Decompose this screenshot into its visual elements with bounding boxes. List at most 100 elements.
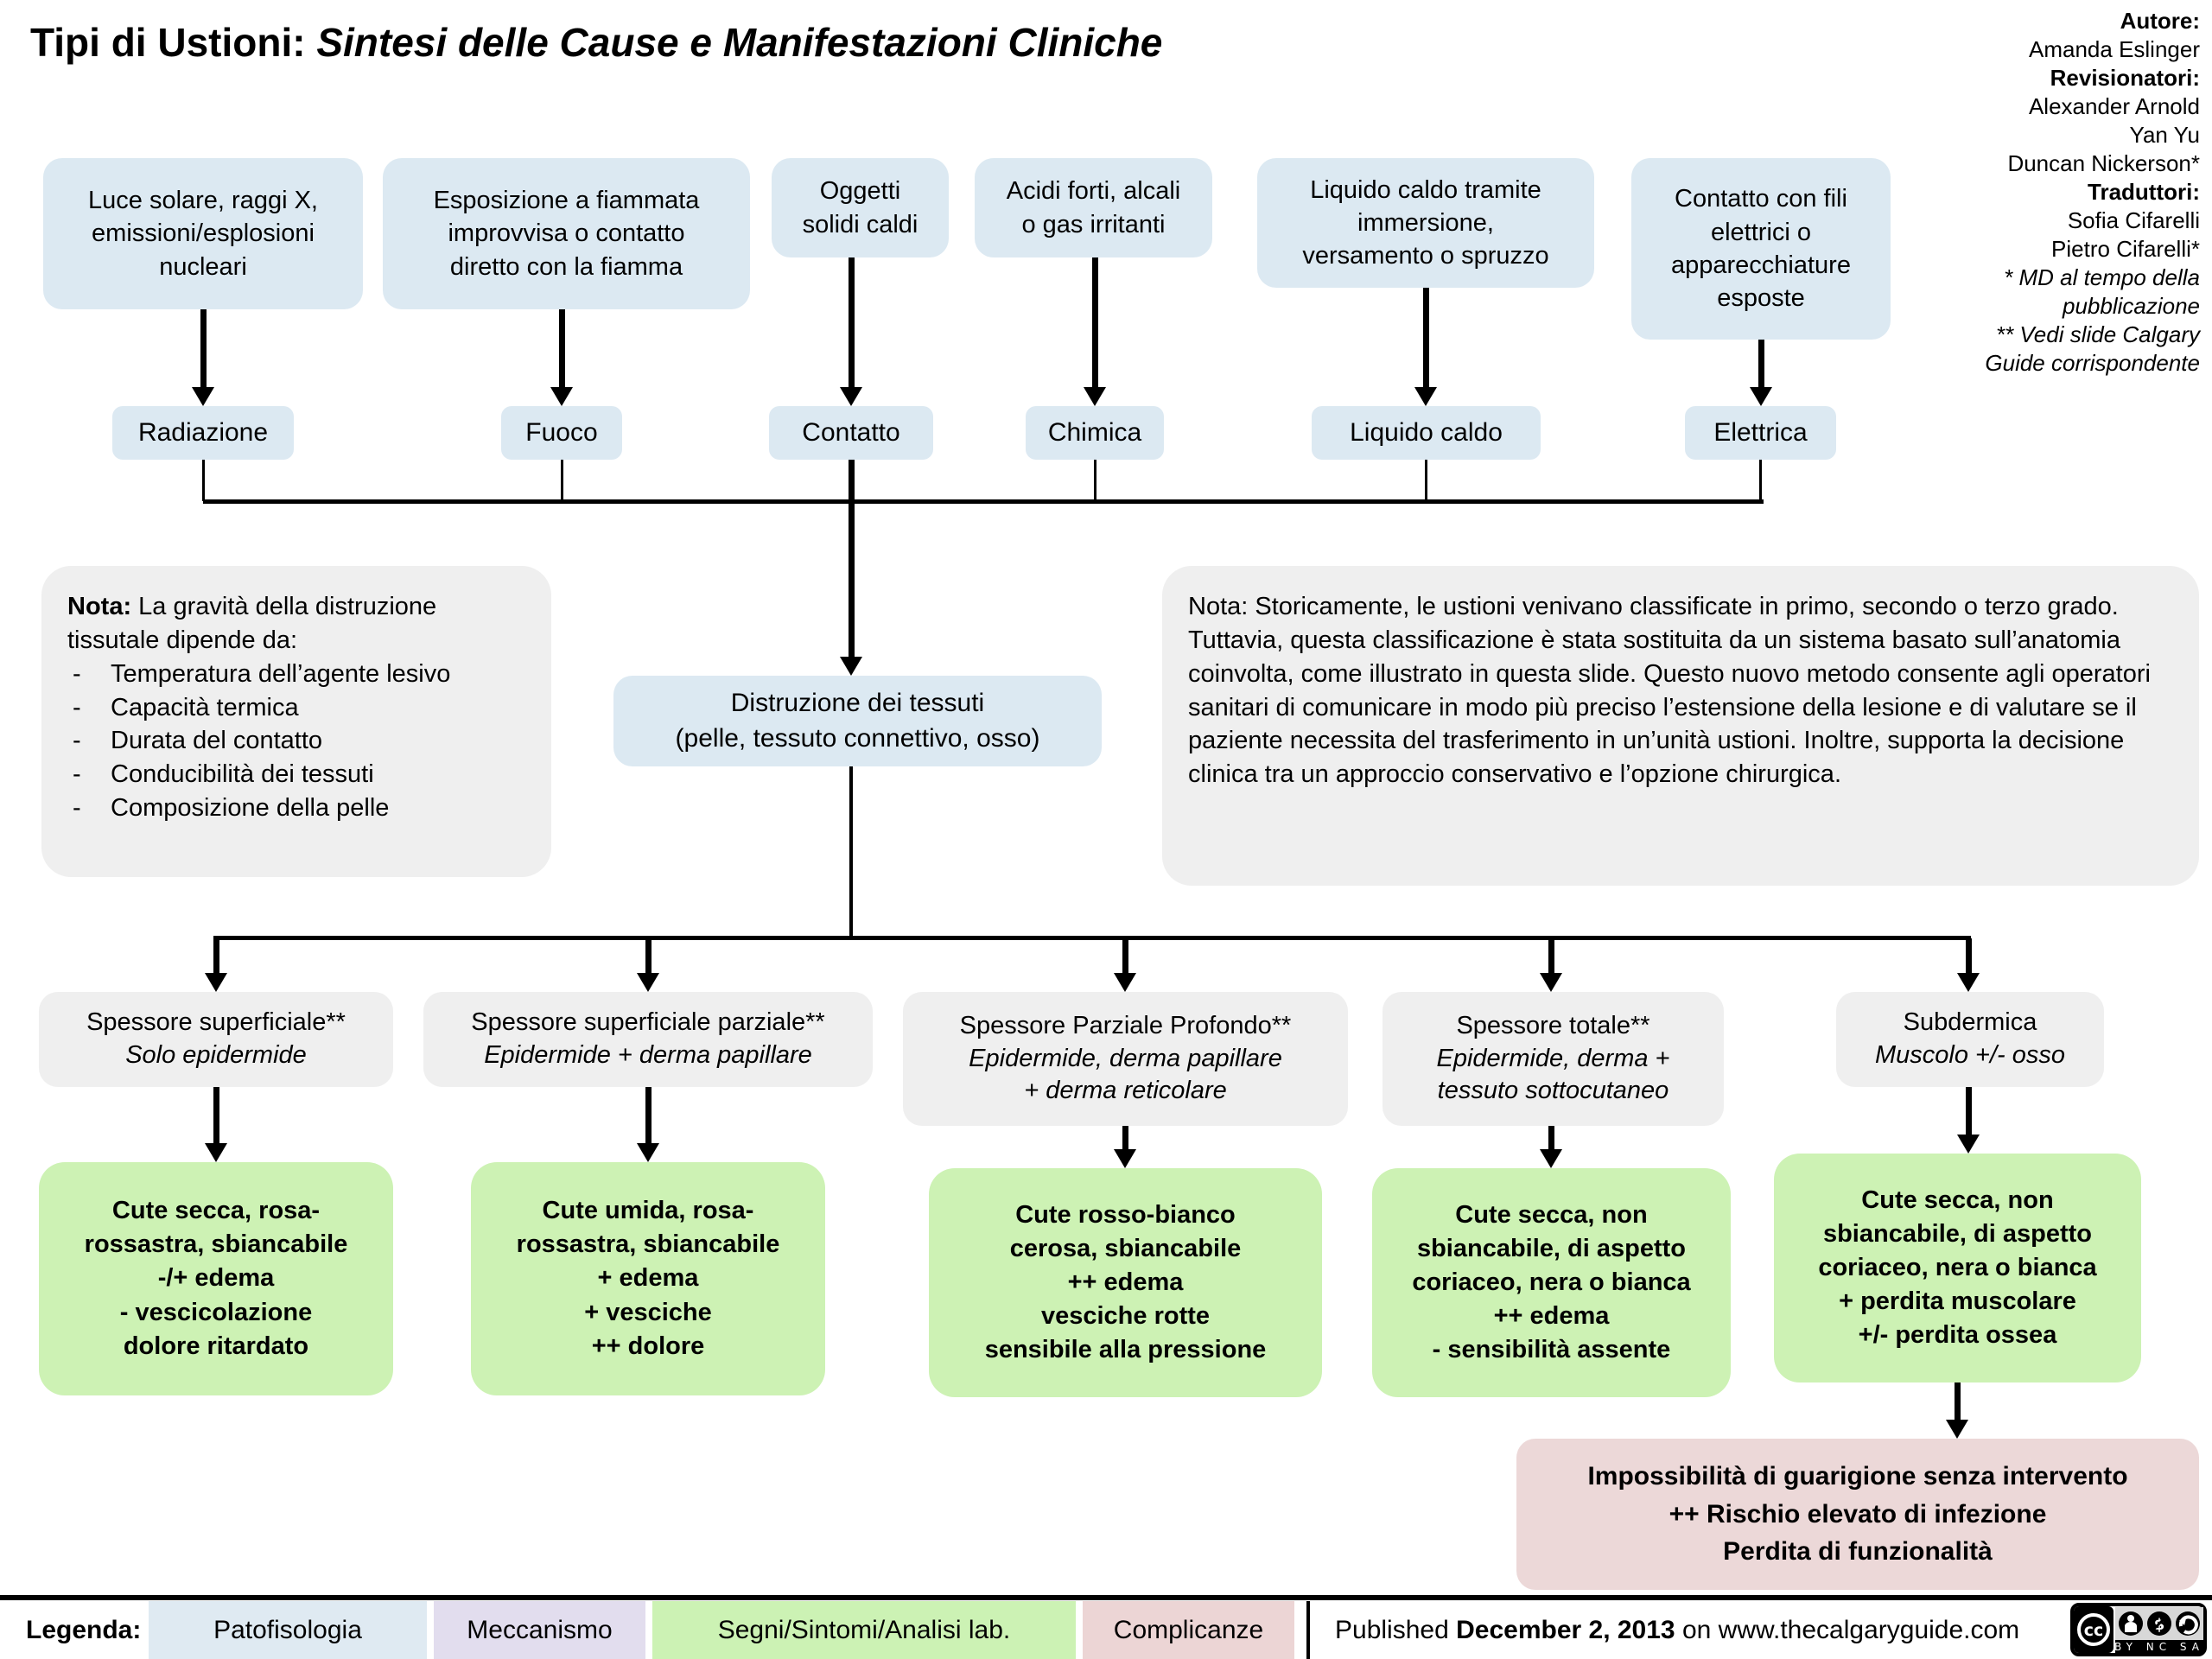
cause-box-scald: Liquido caldo tramite immersione, versam… bbox=[1257, 158, 1594, 288]
arrow bbox=[849, 504, 855, 657]
arrowhead-icon bbox=[1957, 1135, 1980, 1154]
arrowhead-icon bbox=[1540, 1149, 1562, 1168]
arrowhead-icon bbox=[1414, 387, 1437, 406]
note-severity-intro: Nota: La gravità della distruzione tissu… bbox=[67, 590, 525, 658]
cause-box-radiation: Luce solare, raggi X, emissioni/esplosio… bbox=[43, 158, 363, 309]
legend-item-pathophysiology: Patofisologia bbox=[149, 1601, 427, 1659]
horizontal-rail bbox=[213, 936, 1971, 940]
credits-reviewer: Yan Yu bbox=[2129, 122, 2200, 149]
type-box-contact: Contatto bbox=[769, 406, 933, 460]
type-box-fire: Fuoco bbox=[501, 406, 622, 460]
arrowhead-icon bbox=[1946, 1420, 1968, 1439]
connector bbox=[202, 460, 205, 501]
published-date: December 2, 2013 bbox=[1456, 1615, 1675, 1644]
cause-box-contact: Oggetti solidi caldi bbox=[772, 158, 949, 257]
layer-title: Spessore Parziale Profondo** bbox=[959, 1011, 1292, 1039]
arrow bbox=[1966, 938, 1972, 975]
note-history: Nota: Storicamente, le ustioni venivano … bbox=[1162, 566, 2199, 886]
arrow bbox=[200, 309, 207, 389]
type-box-radiation: Radiazione bbox=[112, 406, 294, 460]
credits-reviewer: Alexander Arnold bbox=[2028, 93, 2200, 120]
layer-title: Spessore superficiale parziale** bbox=[471, 1008, 825, 1037]
footer-divider bbox=[0, 1595, 2212, 1600]
layer-subtitle: Epidermide + derma papillare bbox=[484, 1041, 812, 1069]
connector bbox=[849, 460, 855, 501]
layer-box-subdermal: Subdermica Muscolo +/- osso bbox=[1836, 992, 2104, 1087]
arrow bbox=[213, 1087, 219, 1145]
svg-text:cc: cc bbox=[2084, 1621, 2104, 1640]
credits-translator: Sofia Cifarelli bbox=[2067, 207, 2200, 234]
layer-title: Subdermica bbox=[1903, 1008, 2037, 1037]
note-bullet: Composizione della pelle bbox=[73, 791, 525, 825]
legend-item-mechanism: Meccanismo bbox=[434, 1601, 645, 1659]
connector bbox=[561, 460, 563, 501]
arrow bbox=[1966, 1087, 1972, 1136]
page-title-main: Tipi di Ustioni: bbox=[30, 20, 317, 65]
connector bbox=[1759, 460, 1762, 501]
complication-box: Impossibilità di guarigione senza interv… bbox=[1516, 1439, 2199, 1590]
cause-box-electrical: Contatto con fili elettrici o apparecchi… bbox=[1631, 158, 1891, 340]
layer-title: Spessore superficiale** bbox=[86, 1008, 346, 1037]
cause-box-fire: Esposizione a fiammata improvvisa o cont… bbox=[383, 158, 750, 309]
cc-license-text: BY NC SA bbox=[2114, 1641, 2204, 1653]
note-bullet: Temperatura dell’agente lesivo bbox=[73, 658, 525, 691]
layer-box-deep-partial: Spessore Parziale Profondo** Epidermide,… bbox=[903, 992, 1348, 1126]
type-box-scald: Liquido caldo bbox=[1312, 406, 1541, 460]
footer-vertical-divider bbox=[1306, 1601, 1310, 1659]
credits-reviewer: Duncan Nickerson* bbox=[2007, 150, 2200, 177]
arrowhead-icon bbox=[205, 1143, 227, 1162]
credits-author-label: Autore: bbox=[2120, 8, 2200, 34]
legend-label: Legenda: bbox=[26, 1615, 142, 1644]
arrow bbox=[1548, 1126, 1554, 1151]
credits-author: Amanda Eslinger bbox=[2029, 36, 2200, 63]
credits-translators-label: Traduttori: bbox=[2088, 179, 2200, 206]
type-box-chemical: Chimica bbox=[1026, 406, 1164, 460]
arrowhead-icon bbox=[1957, 973, 1980, 992]
arrow bbox=[1955, 1382, 1961, 1420]
finding-box-deep-partial: Cute rosso-bianco cerosa, sbiancabile ++… bbox=[929, 1168, 1322, 1397]
arrow bbox=[559, 309, 565, 389]
arrowhead-icon bbox=[550, 387, 573, 406]
arrow bbox=[645, 938, 652, 975]
finding-box-subdermal: Cute secca, non sbiancabile, di aspetto … bbox=[1774, 1154, 2141, 1382]
cause-box-chemical: Acidi forti, alcali o gas irritanti bbox=[975, 158, 1212, 257]
arrow bbox=[1423, 288, 1429, 389]
arrow bbox=[1758, 340, 1764, 389]
arrow bbox=[213, 938, 219, 975]
arrowhead-icon bbox=[1114, 973, 1136, 992]
horizontal-rail bbox=[203, 499, 1764, 504]
arrowhead-icon bbox=[205, 973, 227, 992]
footer: Legenda: Patofisologia Meccanismo Segni/… bbox=[0, 1601, 2212, 1659]
arrowhead-icon bbox=[1540, 973, 1562, 992]
layer-box-superficial-partial: Spessore superficiale parziale** Epiderm… bbox=[423, 992, 873, 1087]
layer-box-full-thickness: Spessore totale** Epidermide, derma + te… bbox=[1382, 992, 1724, 1126]
connector bbox=[1425, 460, 1427, 501]
arrowhead-icon bbox=[840, 657, 862, 676]
arrowhead-icon bbox=[637, 973, 659, 992]
arrowhead-icon bbox=[192, 387, 214, 406]
connector bbox=[1094, 460, 1096, 501]
layer-subtitle: Solo epidermide bbox=[125, 1041, 307, 1069]
credits-block: Autore: Amanda Eslinger Revisionatori: A… bbox=[1828, 7, 2200, 378]
arrow bbox=[1122, 1126, 1128, 1151]
layer-box-superficial: Spessore superficiale** Solo epidermide bbox=[39, 992, 393, 1087]
arrowhead-icon bbox=[1114, 1149, 1136, 1168]
published-line: Published December 2, 2013 on www.thecal… bbox=[1335, 1615, 2020, 1644]
note-severity: Nota: La gravità della distruzione tissu… bbox=[41, 566, 551, 877]
arrow bbox=[1092, 257, 1098, 389]
arrowhead-icon bbox=[1750, 387, 1772, 406]
arrow bbox=[645, 1087, 652, 1145]
note-label: Nota: bbox=[67, 593, 132, 620]
connector bbox=[849, 766, 853, 938]
finding-box-superficial-partial: Cute umida, rosa- rossastra, sbiancabile… bbox=[471, 1162, 825, 1395]
arrow bbox=[1122, 938, 1128, 975]
type-box-electrical: Elettrica bbox=[1685, 406, 1836, 460]
layer-title: Spessore totale** bbox=[1456, 1011, 1650, 1039]
credits-footnote: * MD al tempo della pubblicazione bbox=[2004, 264, 2200, 320]
arrowhead-icon bbox=[637, 1143, 659, 1162]
finding-box-full-thickness: Cute secca, non sbiancabile, di aspetto … bbox=[1372, 1168, 1731, 1397]
legend-item-complications: Complicanze bbox=[1083, 1601, 1294, 1659]
arrowhead-icon bbox=[1084, 387, 1106, 406]
page-title-subtitle: Sintesi delle Cause e Manifestazioni Cli… bbox=[316, 20, 1163, 65]
